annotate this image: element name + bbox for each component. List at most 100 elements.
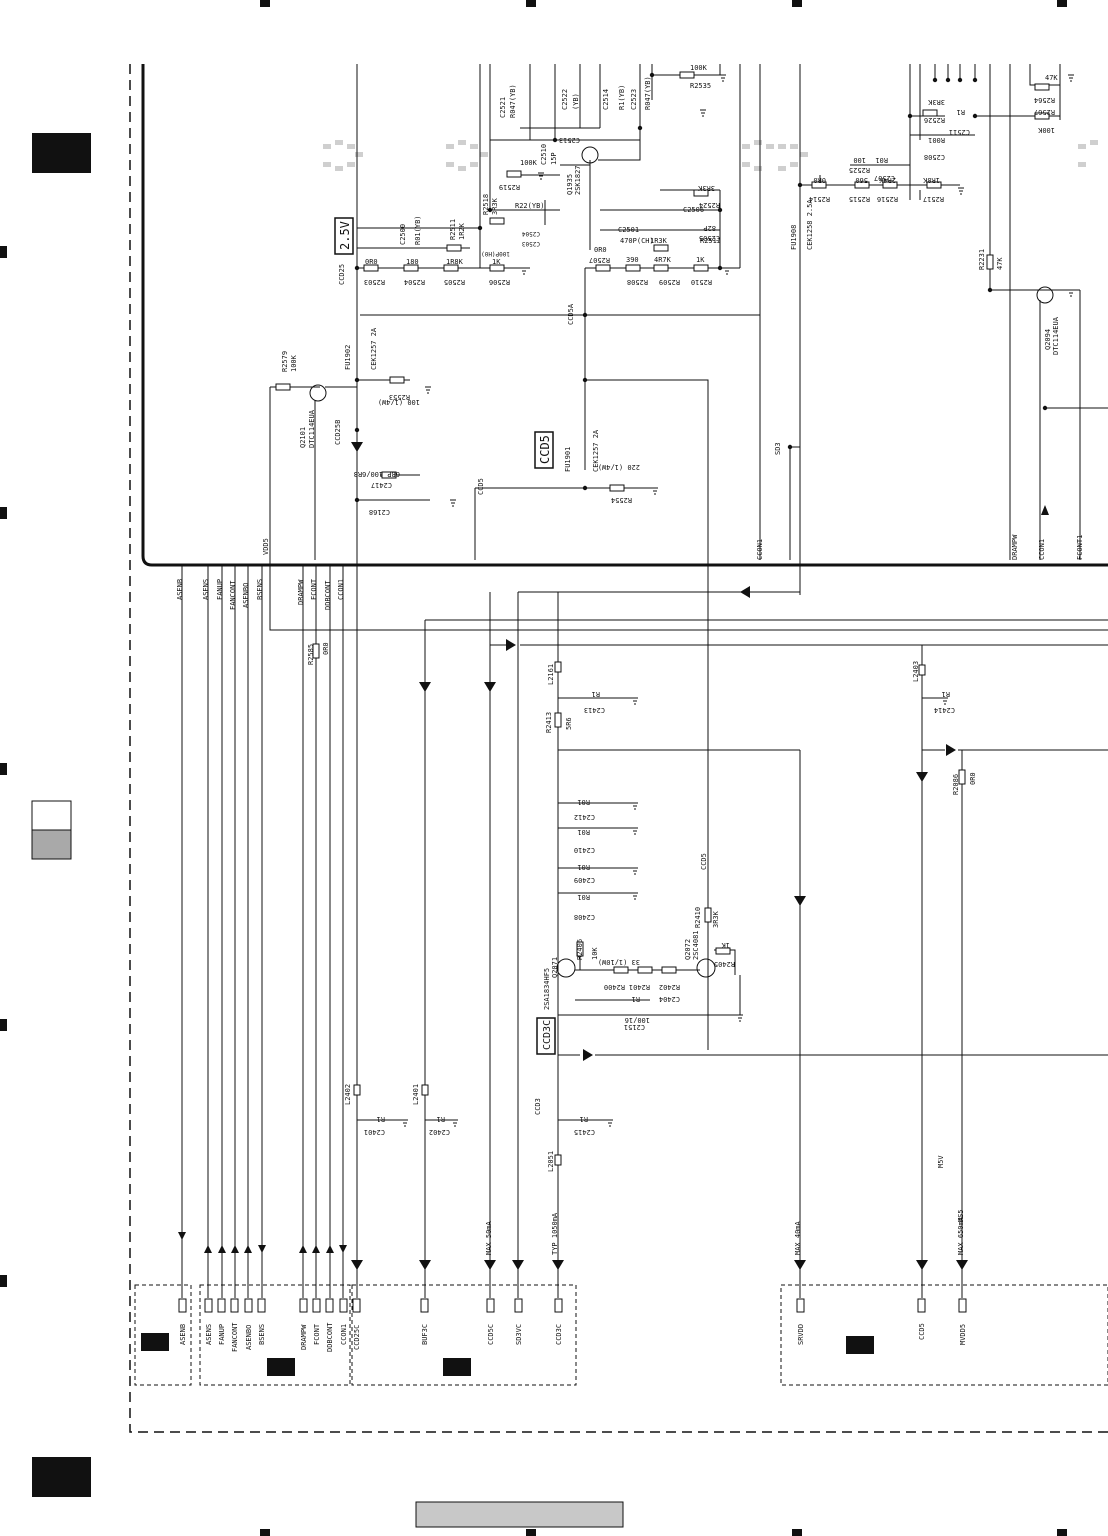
svg-text:CEK1257 2A: CEK1257 2A bbox=[370, 327, 378, 370]
svg-text:R2086: R2086 bbox=[952, 774, 960, 795]
margin-block-top bbox=[32, 133, 91, 173]
svg-text:R2405: R2405 bbox=[714, 960, 735, 968]
svg-text:C2408: C2408 bbox=[574, 913, 595, 921]
svg-text:FANCONT: FANCONT bbox=[229, 580, 237, 610]
svg-text:R2504: R2504 bbox=[404, 278, 425, 286]
svg-text:C2508: C2508 bbox=[924, 153, 945, 161]
svg-text:CCD25B: CCD25B bbox=[334, 420, 342, 445]
svg-text:R2579: R2579 bbox=[281, 351, 289, 372]
svg-text:CCD3C: CCD3C bbox=[542, 1020, 553, 1050]
svg-text:FANCONT: FANCONT bbox=[231, 1322, 239, 1352]
svg-text:390: 390 bbox=[626, 256, 639, 264]
svg-text:DRAMPW: DRAMPW bbox=[1011, 534, 1019, 560]
svg-text:M5V: M5V bbox=[937, 1155, 945, 1168]
svg-text:FU1908: FU1908 bbox=[790, 225, 798, 250]
svg-text:R2510: R2510 bbox=[691, 278, 712, 286]
svg-text:R2554: R2554 bbox=[611, 496, 632, 504]
registration-marks bbox=[0, 0, 1067, 1536]
svg-text:82P: 82P bbox=[703, 224, 716, 232]
svg-text:2SA1834HF5: 2SA1834HF5 bbox=[543, 968, 551, 1010]
svg-text:FU1901: FU1901 bbox=[564, 447, 572, 472]
net-labels: CCD25 CCD5A CCD25B CCD5 SD3 CCON1 CCD3 M… bbox=[262, 264, 965, 1222]
outer-dashed-border bbox=[129, 64, 1108, 1433]
svg-text:C2521: C2521 bbox=[499, 97, 507, 118]
boxed-2.5v: 2.5V bbox=[334, 217, 354, 255]
svg-text:3R3K: 3R3K bbox=[491, 197, 499, 215]
svg-text:R1: R1 bbox=[592, 690, 600, 698]
junction-dots bbox=[354, 72, 1048, 503]
svg-text:180: 180 bbox=[406, 258, 419, 266]
svg-text:1R3K: 1R3K bbox=[650, 237, 668, 245]
svg-text:100/16: 100/16 bbox=[625, 1016, 650, 1024]
bottom-ground-symbols bbox=[402, 697, 948, 1127]
svg-text:C2522: C2522 bbox=[561, 89, 569, 110]
svg-text:MAX 650mA: MAX 650mA bbox=[957, 1216, 965, 1255]
svg-text:CCD5: CCD5 bbox=[538, 435, 552, 464]
svg-text:R1: R1 bbox=[632, 995, 640, 1003]
svg-text:C2511: C2511 bbox=[949, 128, 970, 136]
svg-text:FU1902: FU1902 bbox=[344, 345, 352, 370]
svg-text:CCD25: CCD25 bbox=[338, 264, 346, 285]
svg-text:R2410: R2410 bbox=[694, 907, 702, 928]
svg-text:R01: R01 bbox=[577, 893, 590, 901]
svg-text:C2505: C2505 bbox=[699, 234, 720, 242]
svg-text:R2518: R2518 bbox=[482, 194, 490, 215]
svg-text:33 (1/10W): 33 (1/10W) bbox=[598, 958, 640, 966]
svg-text:C2151: C2151 bbox=[624, 1023, 645, 1031]
svg-text:220 (1/4W): 220 (1/4W) bbox=[598, 463, 640, 471]
svg-text:R2525: R2525 bbox=[849, 166, 870, 174]
svg-text:DRAMPW: DRAMPW bbox=[297, 579, 305, 605]
svg-text:0R0: 0R0 bbox=[813, 176, 826, 184]
svg-text:MS5: MS5 bbox=[957, 1209, 965, 1222]
svg-text:1R8K: 1R8K bbox=[922, 176, 940, 184]
svg-text:C2513: C2513 bbox=[559, 136, 580, 144]
svg-text:ASENB: ASENB bbox=[176, 579, 184, 600]
svg-text:C2417: C2417 bbox=[371, 481, 392, 489]
svg-text:Q1935: Q1935 bbox=[566, 174, 574, 195]
svg-text:SRVDD: SRVDD bbox=[797, 1324, 805, 1345]
connector-boxes bbox=[134, 1284, 1108, 1386]
current-notes: MAX 50mA TYP 1050mA MAX 40mA MAX 650mA bbox=[485, 1212, 965, 1255]
svg-text:CCD3C: CCD3C bbox=[555, 1324, 563, 1345]
svg-text:100K: 100K bbox=[1037, 126, 1055, 134]
boxed-ccd5: CCD5 bbox=[534, 431, 554, 469]
svg-text:SD3: SD3 bbox=[774, 442, 782, 455]
svg-text:R01: R01 bbox=[577, 863, 590, 871]
svg-text:R001: R001 bbox=[928, 136, 945, 144]
connector-pin-labels: ASENB ASENS FANUP FANCONT ASENBO BSENS D… bbox=[179, 1322, 967, 1352]
svg-text:100P(H0): 100P(H0) bbox=[481, 250, 510, 257]
svg-text:0R0: 0R0 bbox=[969, 772, 977, 785]
svg-text:15P: 15P bbox=[550, 152, 558, 165]
svg-text:C2168: C2168 bbox=[369, 508, 390, 516]
margin-block-mid-grey bbox=[31, 829, 72, 860]
connector-pins bbox=[178, 1298, 967, 1313]
svg-text:R2511: R2511 bbox=[449, 219, 457, 240]
margin-block-bottom bbox=[32, 1457, 91, 1497]
svg-text:100K: 100K bbox=[290, 354, 298, 372]
svg-text:L2161: L2161 bbox=[547, 664, 555, 685]
bus-wiring bbox=[181, 560, 1108, 1298]
svg-text:1R2K: 1R2K bbox=[458, 222, 466, 240]
svg-text:VDD5: VDD5 bbox=[262, 538, 270, 555]
svg-text:R1: R1 bbox=[437, 1115, 445, 1123]
svg-text:MVDD5: MVDD5 bbox=[959, 1324, 967, 1345]
svg-text:CCD5: CCD5 bbox=[477, 478, 485, 495]
svg-text:3R3K: 3R3K bbox=[927, 98, 945, 106]
svg-text:0R0: 0R0 bbox=[322, 642, 330, 655]
svg-text:ASENS: ASENS bbox=[205, 1324, 213, 1345]
svg-text:FCONT: FCONT bbox=[310, 578, 318, 600]
svg-text:C2402: C2402 bbox=[429, 1128, 450, 1136]
svg-text:47K: 47K bbox=[996, 257, 1004, 270]
svg-text:100 (1/4W): 100 (1/4W) bbox=[378, 398, 420, 406]
svg-text:1R8K: 1R8K bbox=[446, 258, 464, 266]
svg-text:MAX 50mA: MAX 50mA bbox=[485, 1220, 493, 1255]
svg-text:CCD25C: CCD25C bbox=[353, 1325, 361, 1350]
svg-text:CCD5C: CCD5C bbox=[487, 1324, 495, 1345]
svg-text:R2515: R2515 bbox=[849, 195, 870, 203]
svg-text:R2516: R2516 bbox=[877, 195, 898, 203]
svg-text:C2410: C2410 bbox=[574, 846, 595, 854]
svg-text:Q2094: Q2094 bbox=[1044, 329, 1052, 350]
svg-text:C2523: C2523 bbox=[630, 89, 638, 110]
svg-text:C2500: C2500 bbox=[399, 224, 407, 245]
svg-text:R047(YB): R047(YB) bbox=[509, 84, 517, 118]
